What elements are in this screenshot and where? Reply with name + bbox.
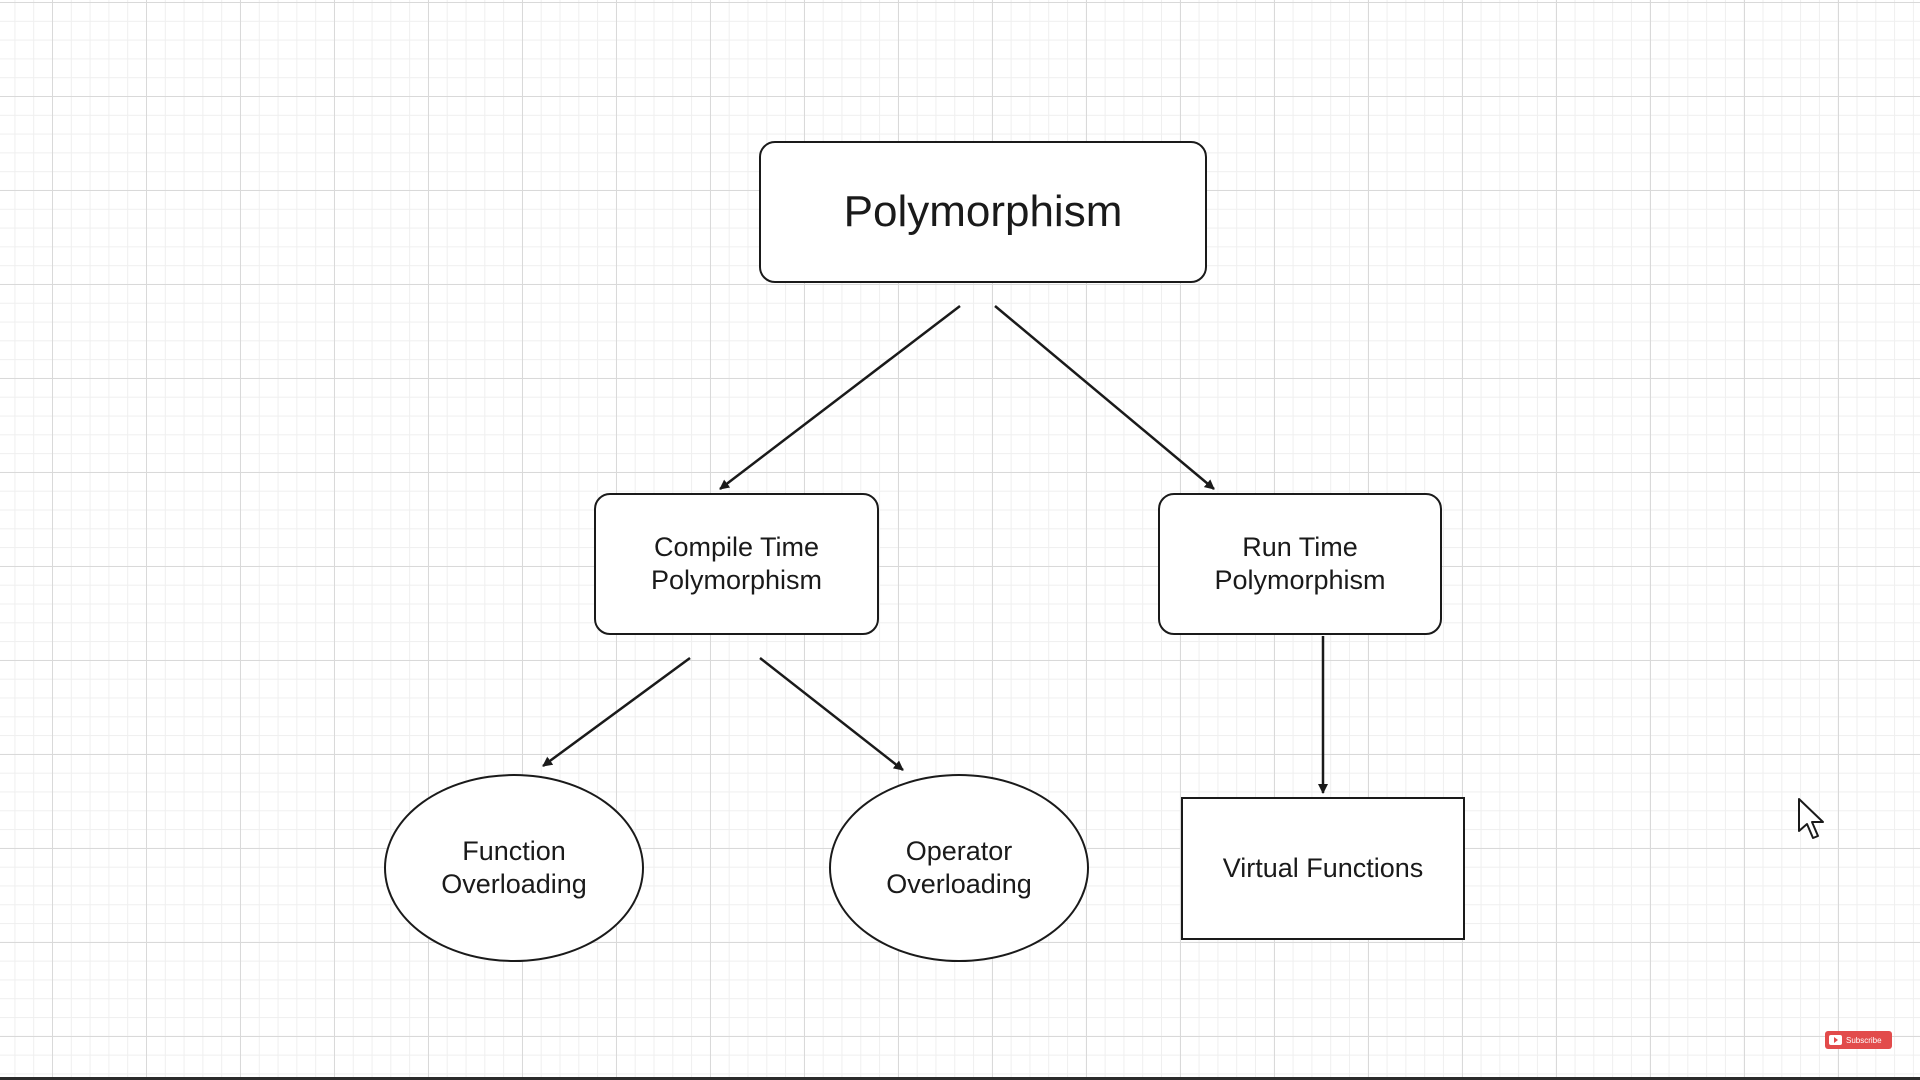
edge-compile-to-func — [542, 656, 691, 768]
compile-time-polymorphism-node[interactable]: Compile Time Polymorphism — [594, 493, 879, 635]
polymorphism-node[interactable]: Polymorphism — [759, 141, 1207, 283]
bottom-border — [0, 1077, 1920, 1080]
edge-root-to-compile — [719, 305, 961, 490]
run-time-polymorphism-node[interactable]: Run Time Polymorphism — [1158, 493, 1442, 635]
operator-overloading-node[interactable]: Operator Overloading — [829, 774, 1089, 962]
mouse-pointer-icon — [1798, 798, 1824, 839]
edge-root-to-runtime — [994, 305, 1215, 490]
virtual-functions-node[interactable]: Virtual Functions — [1181, 797, 1465, 940]
edge-compile-to-op — [759, 657, 904, 771]
subscribe-label: Subscribe — [1846, 1035, 1882, 1045]
function-overloading-node[interactable]: Function Overloading — [384, 774, 644, 962]
subscribe-button[interactable]: Subscribe — [1825, 1031, 1892, 1049]
youtube-play-icon — [1829, 1035, 1842, 1045]
